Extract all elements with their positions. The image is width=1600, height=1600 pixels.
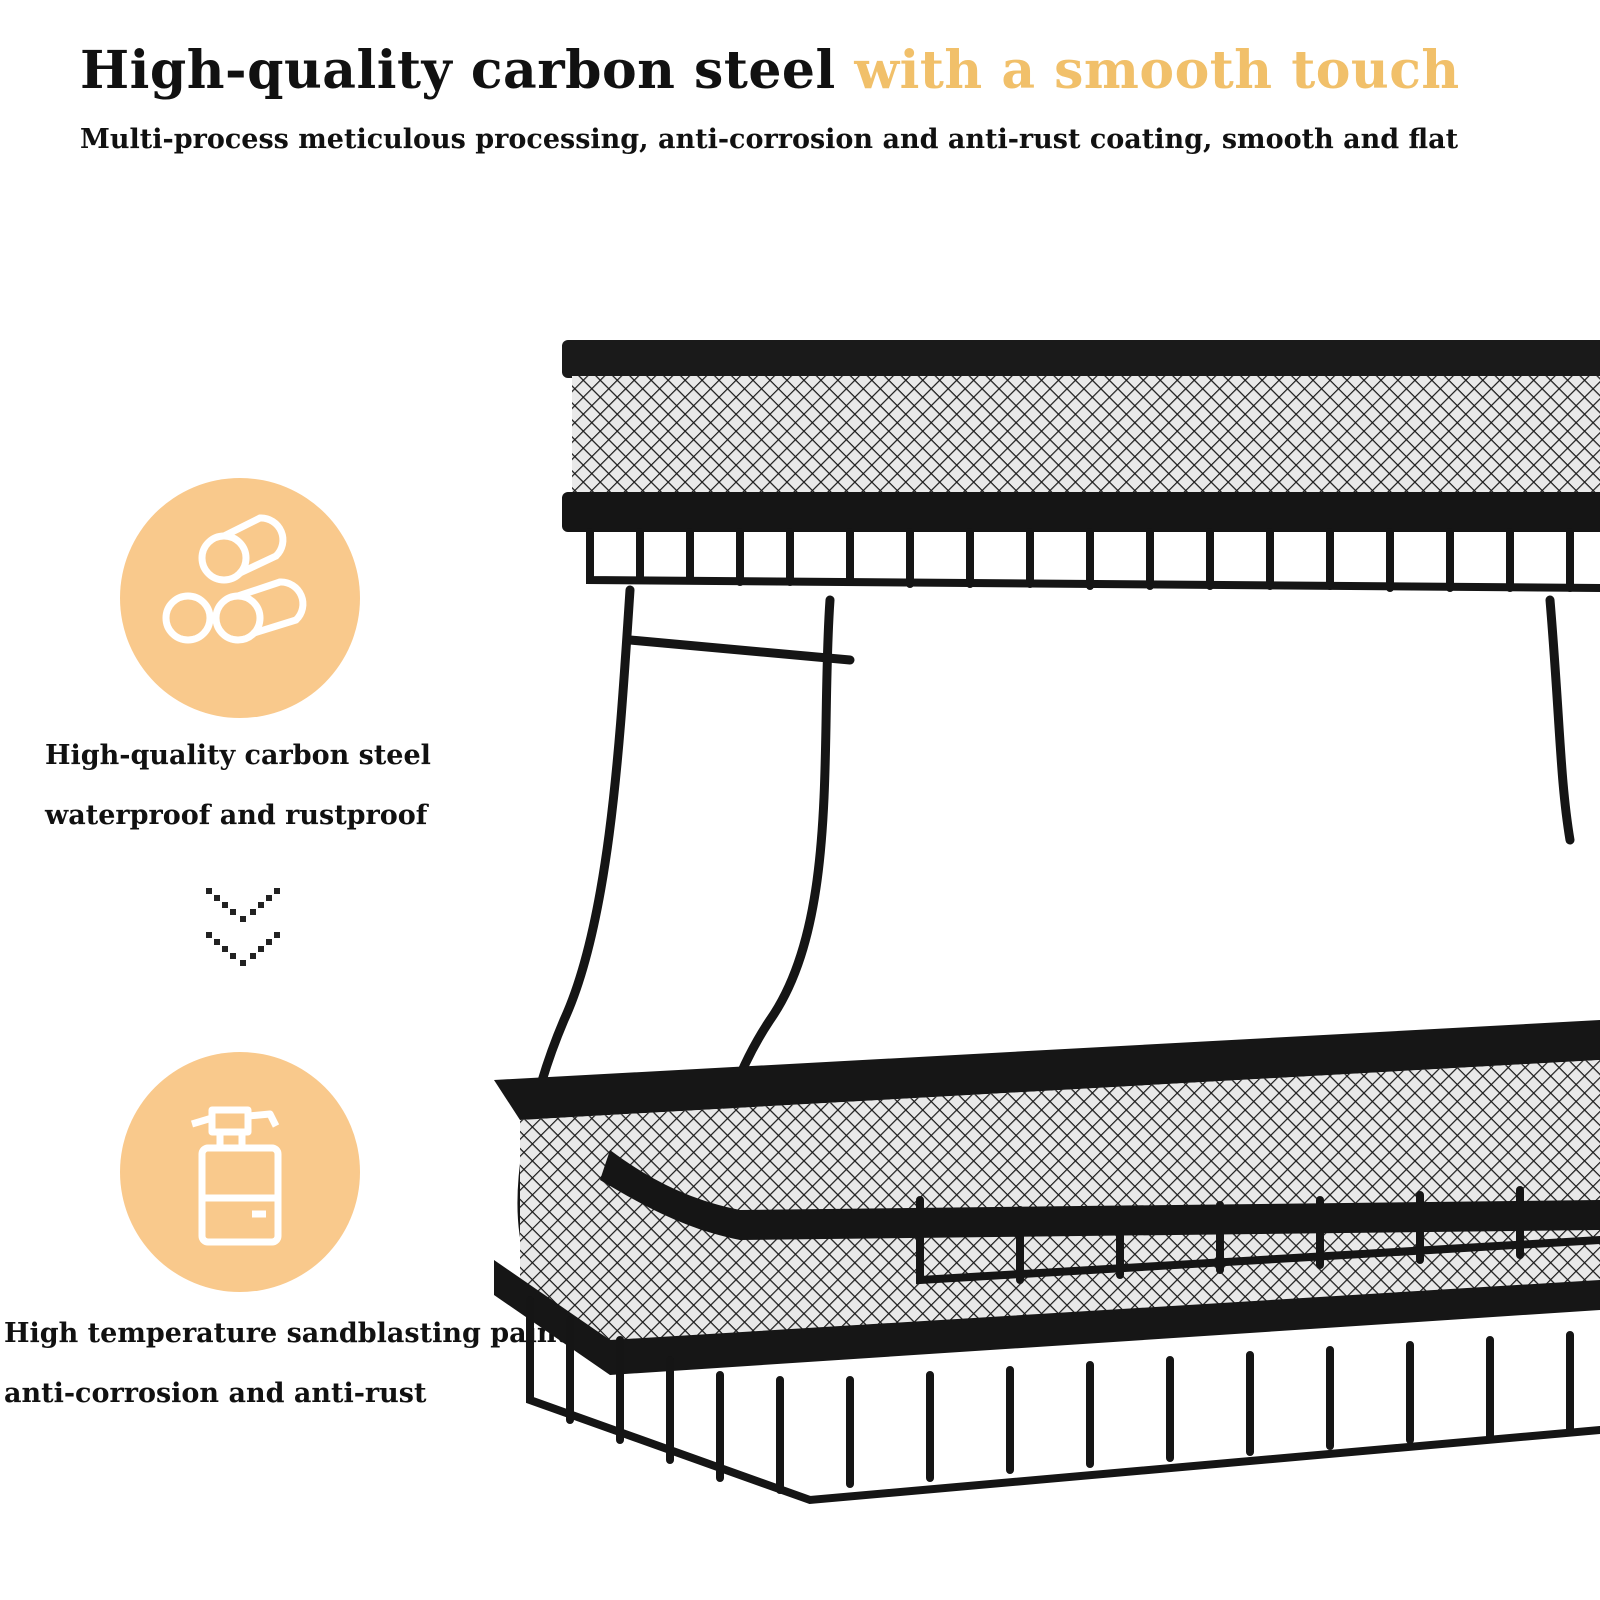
steel-pipes-icon: [162, 514, 307, 644]
headline-main: High-quality carbon steel: [80, 40, 836, 101]
headline-accent: with a smooth touch: [854, 40, 1460, 101]
feature-paint-line2: anti-corrosion and anti-rust: [4, 1378, 427, 1409]
feature-steel-line1: High-quality carbon steel: [45, 740, 431, 771]
double-chevron-down-icon: [206, 888, 280, 966]
bottom-basket: [494, 1020, 1600, 1505]
feature-steel-line2: waterproof and rustproof: [45, 800, 428, 831]
feature-paint-line1: High temperature sandblasting paint: [4, 1318, 569, 1349]
headline: High-quality carbon steel with a smooth …: [80, 42, 1460, 99]
subheadline: Multi-process meticulous processing, ant…: [80, 124, 1459, 155]
top-basket: [562, 340, 1600, 592]
feature-badge-steel: [120, 478, 360, 718]
feature-badge-paint: [120, 1052, 360, 1292]
two-tier-basket-image: [494, 340, 1600, 1505]
spray-bottle-icon: [190, 1106, 282, 1246]
